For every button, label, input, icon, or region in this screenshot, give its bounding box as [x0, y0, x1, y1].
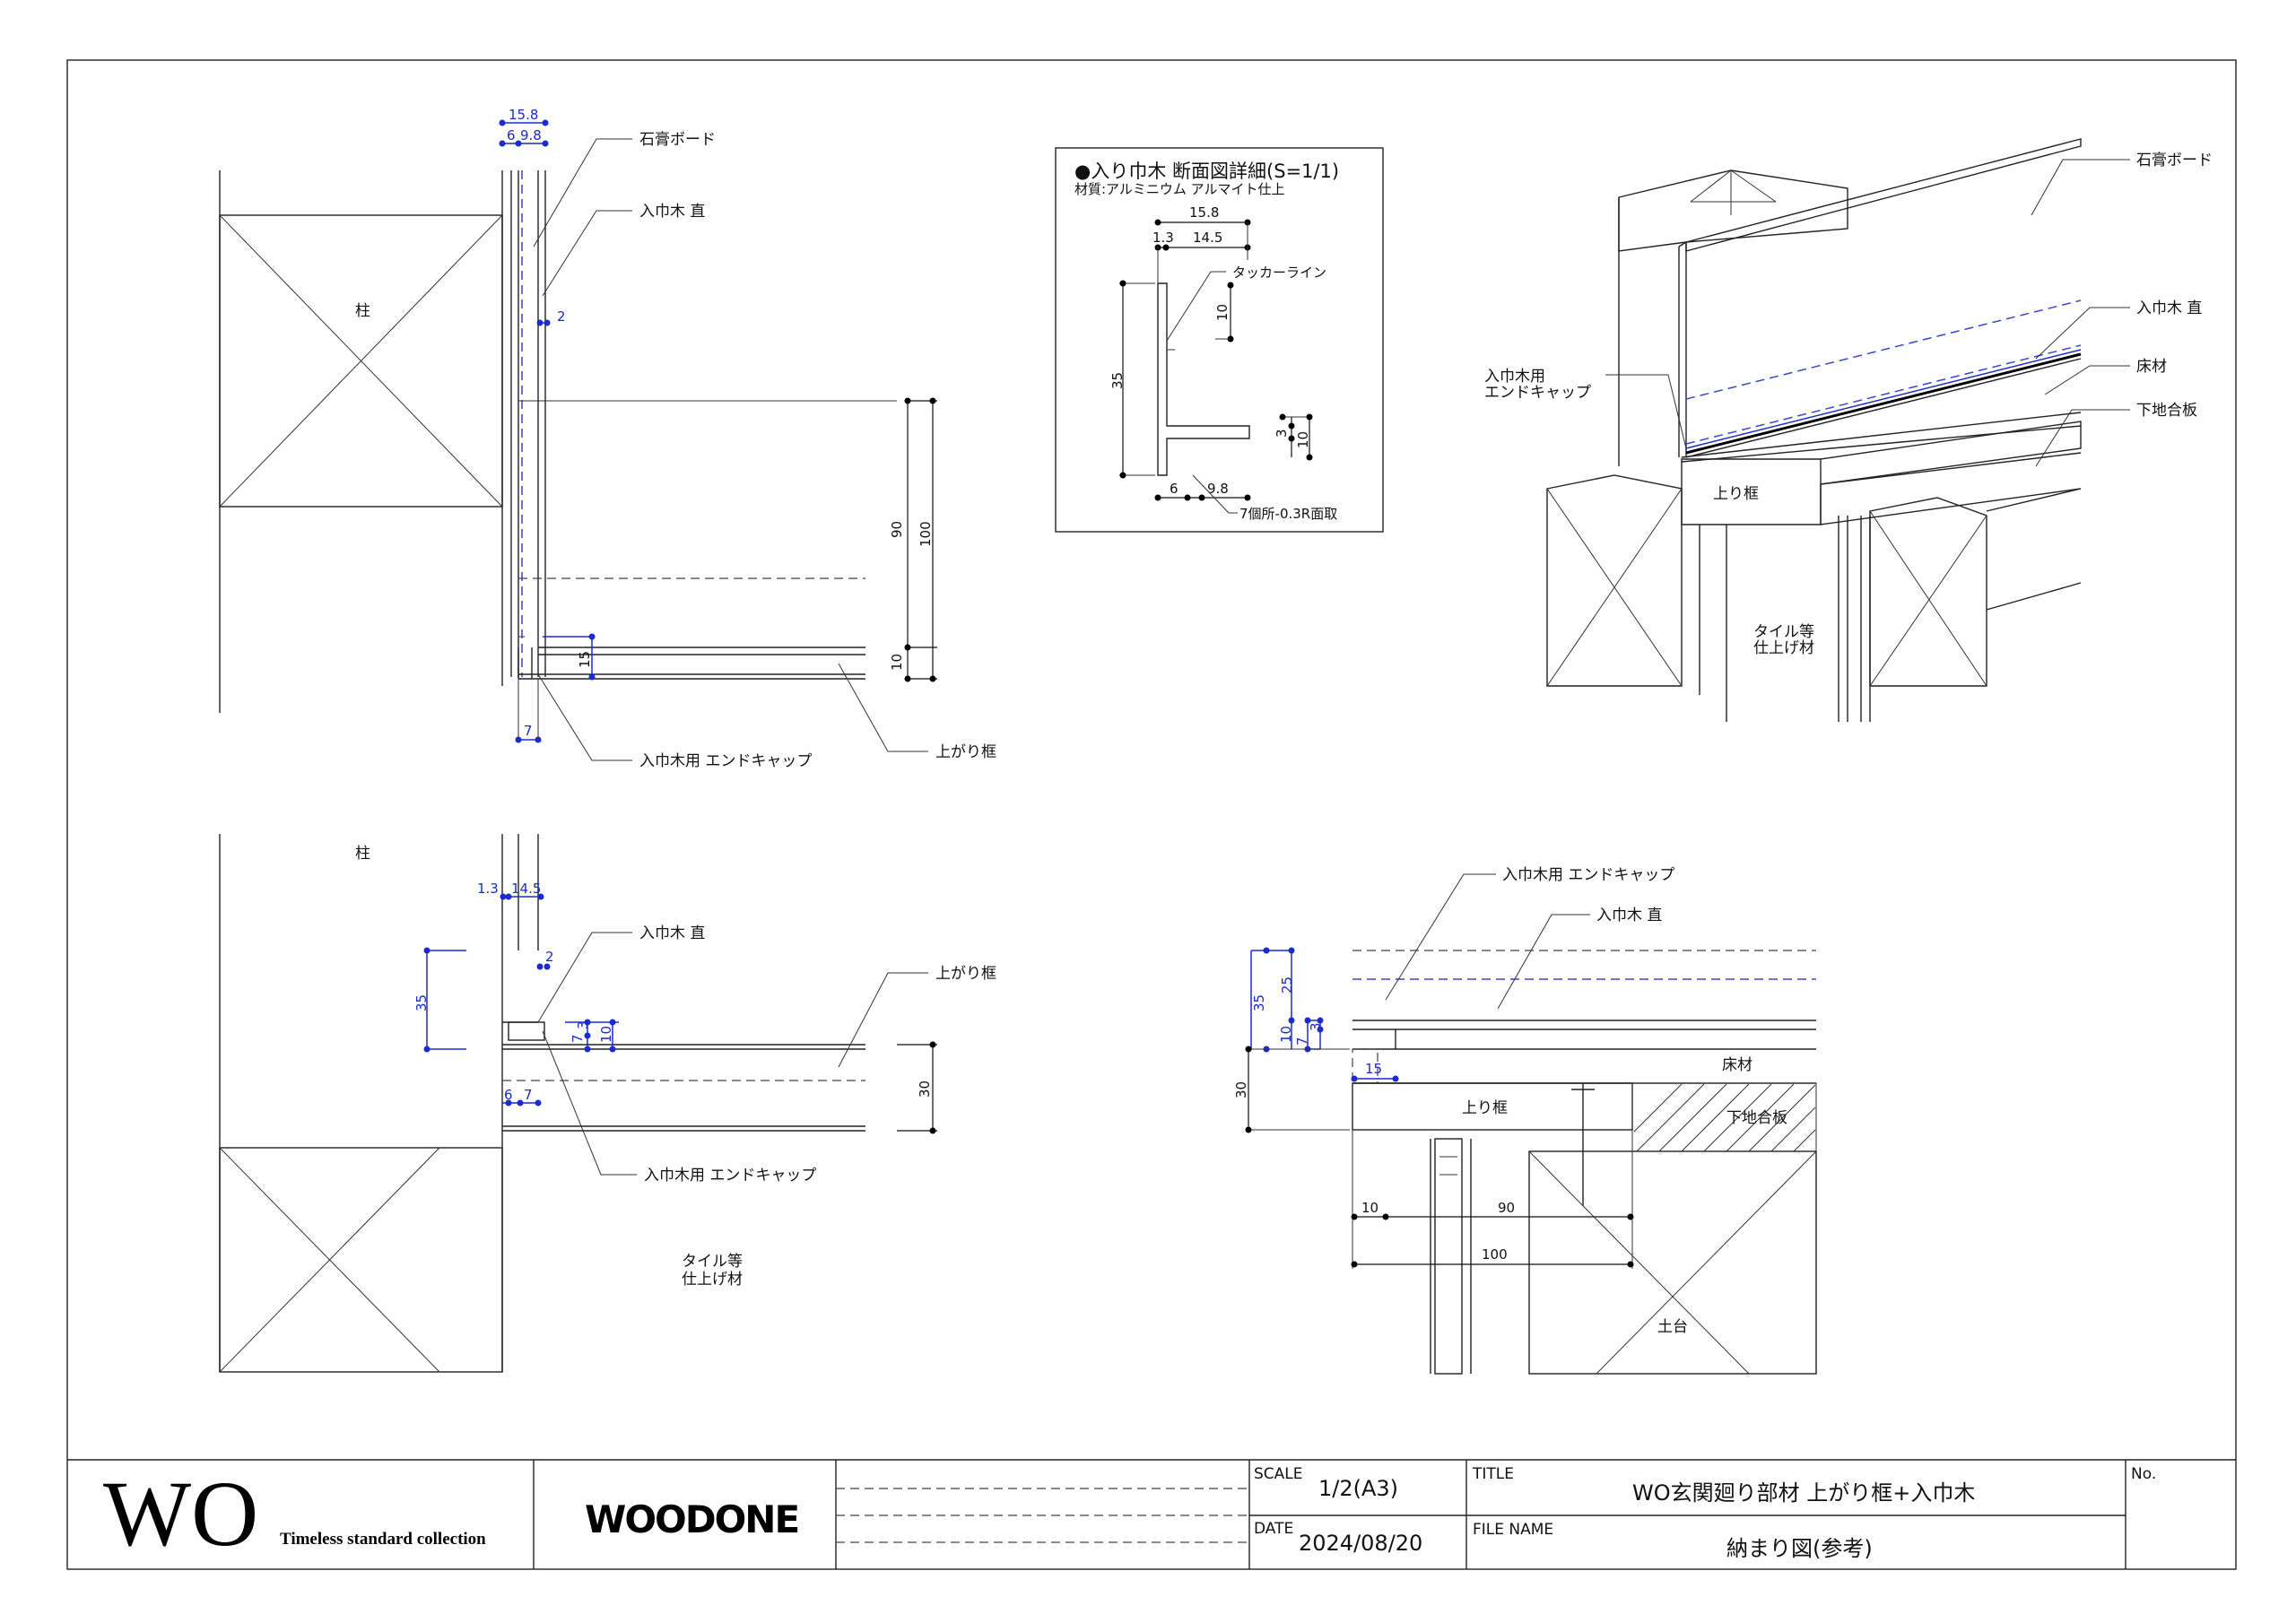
- iso-sekko-label: 石膏ボード: [2136, 151, 2213, 169]
- section-view-vertical: 柱 15.8 6 9.8 2 15 7: [219, 107, 996, 770]
- wo-tagline: Timeless standard collection: [280, 1530, 486, 1549]
- dim-9-8: 9.8: [520, 127, 542, 143]
- isometric-view: 上り框 タイル等 仕上げ材 石膏ボード 入巾木 直 床材 下地合板 入巾木用 エ…: [1484, 138, 2213, 722]
- sheet-border: [66, 59, 2237, 1570]
- label-irihabaki-1: 入巾木 直: [639, 203, 705, 221]
- dim-15-a: 15: [577, 651, 593, 668]
- wo-logo: WO: [103, 1462, 259, 1566]
- detail-dim-15-8: 15.8: [1189, 204, 1219, 221]
- agari-label-b: 上り框: [1462, 1099, 1508, 1117]
- detail-dim-6: 6: [1170, 481, 1178, 497]
- shitaji-label-b: 下地合板: [1726, 1109, 1787, 1127]
- detail-dim-14-5: 14.5: [1193, 230, 1222, 246]
- tile-label-a1: タイル等: [682, 1253, 743, 1271]
- dim-7-c: 7: [1294, 1037, 1310, 1046]
- detail-dim-35: 35: [1109, 372, 1126, 389]
- iso-shitaji-label: 下地合板: [2136, 402, 2197, 420]
- label-irihabaki-2: 入巾木 直: [639, 924, 705, 942]
- label-endcap-2: 入巾木用 エンドキャップ: [644, 1167, 816, 1185]
- dim-10-a: 10: [889, 654, 905, 671]
- label-sekko-board-1: 石膏ボード: [639, 130, 716, 149]
- filename-label: FILE NAME: [1473, 1521, 1554, 1539]
- dim-90-a: 90: [889, 521, 905, 538]
- dim-35-c: 35: [1251, 994, 1267, 1011]
- dim-3-c: 3: [1308, 1022, 1324, 1031]
- dim-15-8: 15.8: [509, 107, 538, 123]
- dim-10-c: 10: [1278, 1026, 1294, 1043]
- detail-dim-10-b: 10: [1295, 431, 1311, 448]
- dim-14-5-b: 14.5: [511, 881, 541, 897]
- no-label: No.: [2131, 1465, 2157, 1483]
- dim-6: 6: [507, 127, 516, 143]
- iso-yukazai-label: 床材: [2136, 358, 2167, 376]
- dim-10-b: 10: [598, 1026, 614, 1043]
- dim-35-b: 35: [413, 994, 430, 1011]
- detail-box: ●入り巾木 断面図詳細(S=1/1) 材質:アルミニウム アルマイト仕上 15.…: [1055, 147, 1384, 533]
- dim-7-a: 7: [524, 723, 533, 739]
- detail-dim-3: 3: [1274, 429, 1290, 438]
- detail-chamfer: 7個所-0.3R面取: [1239, 506, 1337, 522]
- scale-label: SCALE: [1254, 1465, 1303, 1483]
- detail-title: ●入り巾木 断面図詳細(S=1/1): [1074, 161, 1339, 182]
- dodai-label: 土台: [1657, 1318, 1688, 1336]
- post-label-2: 柱: [355, 845, 370, 863]
- detail-dim-10-a: 10: [1214, 304, 1231, 321]
- dim-90-c: 90: [1498, 1200, 1515, 1216]
- post-box: [219, 214, 503, 508]
- dim-15-c: 15: [1365, 1061, 1382, 1077]
- label-endcap-1: 入巾木用 エンドキャップ: [639, 752, 812, 770]
- dim-100-a: 100: [918, 521, 934, 547]
- dim-2-b: 2: [545, 949, 554, 965]
- iso-tile-1: タイル等: [1753, 623, 1814, 641]
- label-irihabaki-3: 入巾木 直: [1596, 907, 1662, 924]
- dim-100-c: 100: [1482, 1246, 1508, 1263]
- dim-7-b: 7: [570, 1034, 586, 1043]
- dim-2-a: 2: [557, 308, 566, 325]
- detail-dim-1-3: 1.3: [1152, 230, 1174, 246]
- label-endcap-3: 入巾木用 エンドキャップ: [1502, 866, 1674, 884]
- detail-tacker-line: タッカーライン: [1232, 265, 1326, 281]
- dim-30-c: 30: [1233, 1081, 1249, 1098]
- detail-dim-9-8: 9.8: [1207, 481, 1229, 497]
- dim-10-c2: 10: [1361, 1200, 1378, 1216]
- iso-tile-2: 仕上げ材: [1753, 639, 1814, 657]
- date-value: 2024/08/20: [1299, 1531, 1423, 1556]
- dim-1-3-b: 1.3: [477, 881, 499, 897]
- dim-3-b: 3: [575, 1020, 591, 1029]
- iso-endcap-label-1: 入巾木用: [1484, 368, 1545, 386]
- section-view-floor: 床材 上り框 下地合板 土台 35 25 10: [1233, 866, 1817, 1375]
- scale-value: 1/2(A3): [1318, 1476, 1399, 1501]
- iso-irihabaki-label: 入巾木 直: [2136, 299, 2202, 317]
- iso-agari-label: 上り框: [1713, 485, 1759, 503]
- filename-value: 納まり図(参考): [1726, 1536, 1873, 1561]
- tile-label-a2: 仕上げ材: [682, 1271, 743, 1289]
- post-label: 柱: [355, 302, 370, 320]
- detail-material: 材質:アルミニウム アルマイト仕上: [1074, 181, 1285, 197]
- iso-endcap-label-2: エンドキャップ: [1484, 384, 1591, 402]
- dim-25-c: 25: [1279, 976, 1295, 994]
- plan-view: 柱 1.3 14.5 2 35 7 3 10 6 7: [219, 834, 996, 1373]
- dim-7-b2: 7: [524, 1087, 533, 1103]
- dim-6-b: 6: [504, 1087, 513, 1103]
- yukazai-label-b: 床材: [1722, 1056, 1752, 1074]
- title-block: [67, 1459, 2236, 1569]
- title-label: TITLE: [1473, 1465, 1514, 1483]
- woodone-brand-logo: WOODONE: [585, 1497, 800, 1541]
- date-label: DATE: [1254, 1520, 1294, 1538]
- dim-30-b: 30: [917, 1081, 933, 1098]
- label-agari-1: 上がり框: [935, 743, 996, 761]
- label-agari-2: 上がり框: [935, 965, 996, 983]
- title-value: WO玄関廻り部材 上がり框+入巾木: [1632, 1480, 1976, 1506]
